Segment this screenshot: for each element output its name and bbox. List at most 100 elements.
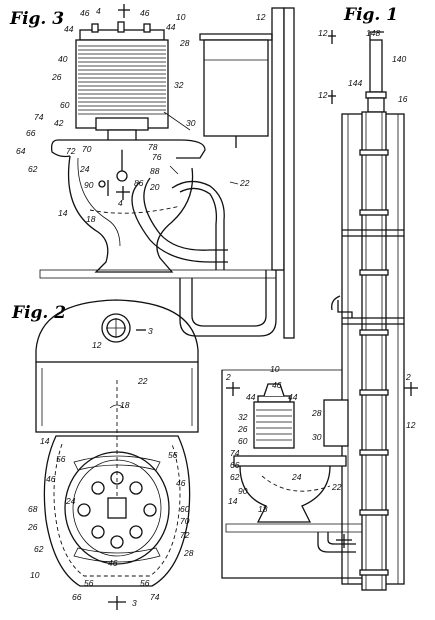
reference-numeral: 74 — [150, 592, 160, 602]
reference-numeral: 10 — [270, 364, 280, 374]
reference-numeral: 2 — [405, 372, 411, 382]
reference-numeral: 26 — [51, 72, 62, 82]
reference-numeral: 66 — [230, 460, 240, 470]
reference-numeral: 44 — [166, 22, 176, 32]
flush-tank-small — [323, 399, 349, 447]
reference-numeral: 26 — [237, 424, 248, 434]
reference-numeral: 74 — [230, 448, 240, 458]
wall-section — [271, 7, 285, 271]
reference-numeral: 140 — [392, 54, 406, 64]
reference-numeral: 18 — [258, 504, 268, 514]
reference-numeral: 28 — [179, 38, 190, 48]
reference-numeral: 12 — [406, 420, 416, 430]
reference-numeral: 86 — [134, 178, 144, 188]
section-marker-4 — [116, 4, 130, 200]
reference-numeral: 66 — [26, 128, 36, 138]
reference-numeral: 62 — [28, 164, 38, 174]
reference-numeral: 56 — [140, 578, 150, 588]
reference-numeral: 60 — [180, 504, 190, 514]
reference-numeral: 4 — [118, 198, 123, 208]
reference-numeral: 30 — [312, 432, 322, 442]
reference-numeral: 3 — [148, 326, 153, 336]
reference-numeral: 72 — [66, 146, 76, 156]
reference-numeral: 12 — [256, 12, 266, 22]
reference-numeral: 46 — [46, 474, 56, 484]
reference-numeral: 12 — [92, 340, 102, 350]
reference-numeral: 18 — [86, 214, 96, 224]
reference-numeral: 74 — [34, 112, 44, 122]
reference-numeral: 3 — [132, 598, 137, 608]
reference-numeral: 28 — [183, 548, 194, 558]
fig2-nozzle-holes — [77, 471, 157, 549]
bowl-body — [67, 155, 194, 273]
figure-1: Fig. 1 12 148 — [318, 5, 408, 591]
reference-numeral: 144 — [348, 78, 362, 88]
reference-numeral: 70 — [82, 144, 92, 154]
reference-numeral: 10 — [30, 570, 40, 580]
reference-numeral: 46 — [176, 478, 186, 488]
reference-numeral: 76 — [152, 152, 162, 162]
reference-numeral: 46 — [108, 558, 118, 568]
coil-housing-small — [253, 401, 295, 449]
reference-numeral: 56 — [168, 450, 178, 460]
reference-numeral: 12 — [318, 90, 328, 100]
reference-numeral: 24 — [79, 164, 90, 174]
reference-numeral: 56 — [56, 454, 66, 464]
reference-numeral: 32 — [238, 412, 248, 422]
reference-numeral: 60 — [238, 436, 248, 446]
reference-numeral: 22 — [331, 482, 342, 492]
trapway — [131, 181, 228, 263]
floor-slab — [39, 269, 277, 279]
reference-numeral: 72 — [180, 530, 190, 540]
reference-numeral: 16 — [398, 94, 408, 104]
reference-numeral: 4 — [96, 6, 101, 16]
reference-numeral: 44 — [64, 24, 74, 34]
reference-numeral: 62 — [34, 544, 44, 554]
fig2-hatched-bands — [73, 455, 161, 563]
reference-numeral: 40 — [58, 54, 68, 64]
floor-slab-small — [225, 523, 363, 533]
reference-numeral: 14 — [40, 436, 50, 446]
fig2-top-outline — [35, 299, 199, 362]
flush-tank — [203, 39, 269, 137]
figure-2: Fig. 2 — [11, 299, 199, 610]
figure-3: Fig. 3 — [9, 4, 295, 339]
bowl-rim — [58, 139, 206, 159]
fig3-title: Fig. 3 — [9, 9, 64, 29]
reference-numeral: 44 — [288, 392, 298, 402]
fig3-reference-numerals: 46 4 46 10 44 44 28 12 40 26 32 60 42 30… — [16, 6, 266, 224]
reference-numeral: 148 — [366, 28, 380, 38]
reference-numeral: 68 — [28, 504, 38, 514]
bowl-rim-small — [233, 455, 347, 467]
reference-numeral: 14 — [58, 208, 68, 218]
reference-numeral: 30 — [186, 118, 196, 128]
section-marker-2 — [226, 382, 418, 548]
drain-elbow — [179, 270, 277, 337]
reference-numeral: 26 — [27, 522, 38, 532]
reference-numeral: 70 — [180, 516, 190, 526]
reference-numeral: 12 — [318, 28, 328, 38]
reference-numeral: 14 — [228, 496, 238, 506]
section-marker-3 — [108, 329, 146, 610]
reference-numeral: 56 — [84, 578, 94, 588]
reference-numeral: 20 — [149, 182, 160, 192]
reference-numeral: 22 — [239, 178, 250, 188]
reference-numeral: 78 — [148, 142, 158, 152]
reference-numeral: 46 — [80, 8, 90, 18]
reference-numeral: 44 — [246, 392, 256, 402]
reference-numeral: 62 — [230, 472, 240, 482]
stack-joints — [359, 149, 389, 576]
reference-numeral: 90 — [84, 180, 94, 190]
fig1-title: Fig. 1 — [343, 5, 398, 25]
reference-numeral: 46 — [272, 380, 282, 390]
reference-numeral: 2 — [225, 372, 231, 382]
reference-numeral: 64 — [16, 146, 26, 156]
coil-housing — [75, 39, 169, 129]
reference-numeral: 22 — [137, 376, 148, 386]
reference-numeral: 88 — [150, 166, 160, 176]
figure-1-lower-detail: 2 10 46 2 44 44 28 32 26 60 30 74 66 24 … — [221, 364, 418, 579]
coil-windings — [78, 45, 166, 115]
reference-numeral: 66 — [72, 592, 82, 602]
reference-numeral: 24 — [65, 496, 76, 506]
